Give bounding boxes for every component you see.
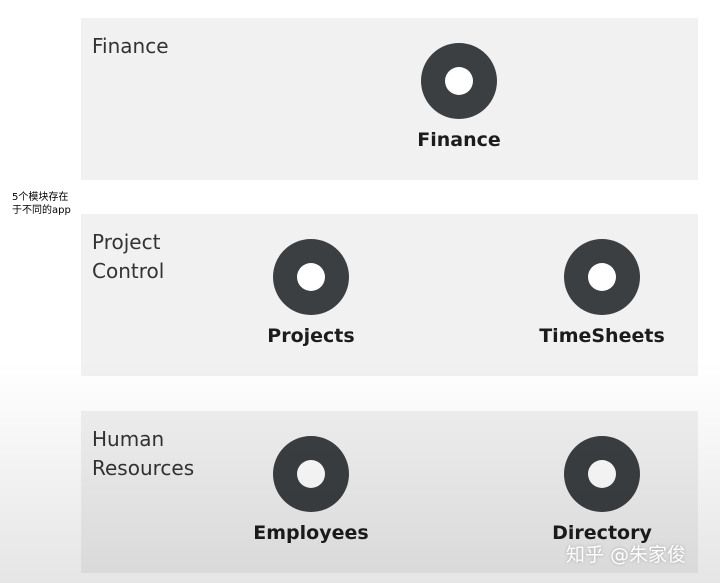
- section-project-control: Project Control Projects TimeSheets: [81, 214, 698, 376]
- section-title-human-resources: Human Resources: [92, 427, 195, 480]
- app-label-timesheets: TimeSheets: [539, 325, 665, 347]
- donut-icon: [421, 43, 497, 119]
- donut-icon: [564, 239, 640, 315]
- app-label-directory: Directory: [552, 522, 652, 544]
- app-finance[interactable]: Finance: [374, 43, 544, 151]
- section-finance: Finance Finance: [81, 18, 698, 180]
- section-title-project-control: Project Control: [92, 230, 165, 283]
- donut-icon: [273, 436, 349, 512]
- donut-icon: [564, 436, 640, 512]
- app-employees[interactable]: Employees: [226, 436, 396, 544]
- watermark: 知乎 @朱家俊: [566, 544, 687, 566]
- app-directory[interactable]: Directory: [517, 436, 687, 544]
- donut-icon: [273, 239, 349, 315]
- app-label-employees: Employees: [253, 522, 369, 544]
- app-label-projects: Projects: [267, 325, 355, 347]
- app-timesheets[interactable]: TimeSheets: [517, 239, 687, 347]
- side-note: 5个模块存在于不同的app: [12, 192, 71, 216]
- app-label-finance: Finance: [417, 129, 501, 151]
- app-projects[interactable]: Projects: [226, 239, 396, 347]
- section-title-finance: Finance: [92, 34, 169, 58]
- section-human-resources: Human Resources Employees Directory: [81, 411, 698, 573]
